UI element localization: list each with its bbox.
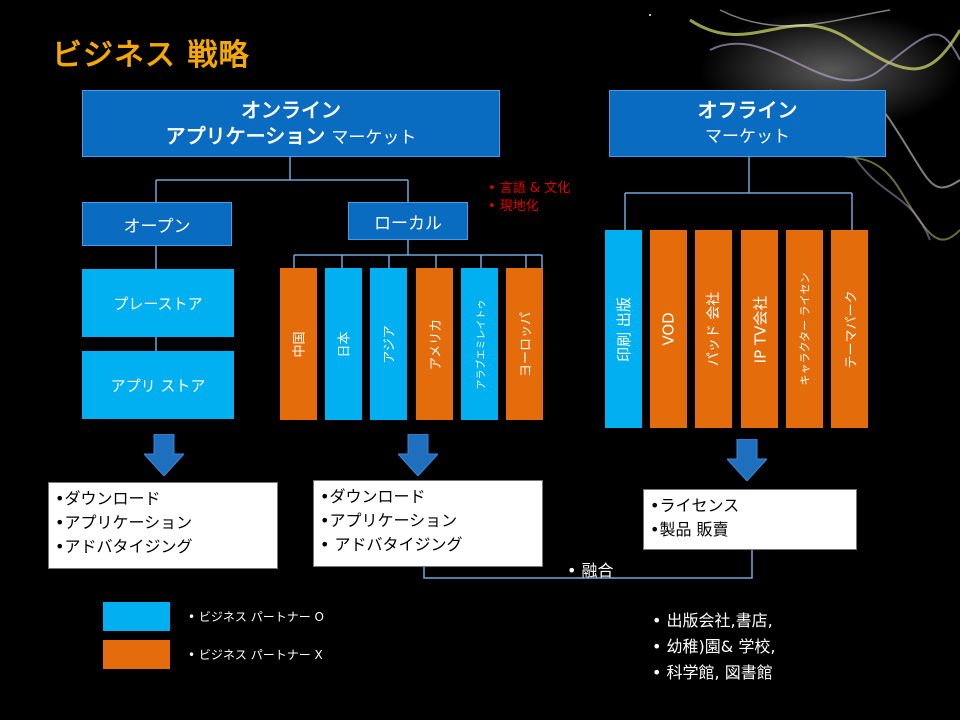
legend-swatch-partner-o	[103, 602, 170, 631]
store-play: プレーストア	[82, 269, 234, 337]
online-header-line1: オンライン	[241, 97, 341, 122]
offline-vod: VOD	[650, 230, 687, 428]
publisher-item: • 幼稚)園& 学校,	[652, 637, 776, 656]
revenue-open: •ダウンロード •アプリケーション •アドバタイジング	[48, 482, 278, 569]
offline-themepark: テーマパーク	[831, 230, 868, 428]
offline-header-line1: オフライン	[697, 98, 798, 122]
revenue-item: •ダウンロード	[55, 489, 161, 508]
region-japan: 日本	[325, 268, 362, 420]
region-asia: アジア	[370, 268, 407, 420]
region-china: 中国	[280, 268, 317, 420]
revenue-offline: •ライセンス •製品 販賣	[643, 489, 857, 550]
region-america: アメリカ	[416, 268, 453, 420]
note-localize: • 現地化	[488, 199, 539, 214]
note-language: • 言語 & 文化	[488, 181, 571, 196]
publisher-list: • 出版会社,書店, • 幼稚)園& 学校, • 科学館, 図書館	[652, 608, 775, 686]
page-title: ビジネス 戦略	[52, 38, 250, 73]
down-arrow-icon	[398, 434, 438, 476]
revenue-item: •製品 販賣	[650, 520, 729, 539]
online-header-app: アプリケーション	[165, 123, 326, 148]
region-uae: アラブエミレイトゥ	[461, 268, 498, 420]
offline-print: 印刷 出版	[605, 230, 642, 428]
legend-label-partner-x: • ビジネス パートナー X	[188, 648, 323, 662]
online-market-header: オンライン アプリケーション マーケット	[82, 90, 500, 157]
legend-swatch-partner-x	[103, 640, 170, 669]
offline-iptv: IP TV会社	[741, 230, 778, 428]
revenue-local: •ダウンロード •アプリケーション • アドバタイジング	[313, 480, 543, 567]
offline-pad: パッド 会社	[695, 230, 732, 428]
local-notes: • 言語 & 文化 • 現地化	[488, 180, 570, 216]
revenue-item: •アドバタイジング	[55, 537, 193, 556]
online-header-line2: アプリケーション マーケット	[166, 123, 417, 151]
revenue-item: •ダウンロード	[320, 487, 426, 506]
down-arrow-icon	[144, 434, 184, 476]
legend-label-partner-o: • ビジネス パートナー O	[188, 610, 324, 624]
offline-header-line2: マーケット	[705, 127, 790, 147]
store-app: アプリ ストア	[82, 351, 234, 419]
local-box: ローカル	[348, 202, 468, 240]
down-arrow-icon	[727, 439, 767, 481]
merge-label: • 融合	[567, 561, 614, 580]
publisher-item: • 科学館, 図書館	[652, 663, 773, 682]
region-europe: ヨーロッパ	[506, 268, 543, 420]
revenue-item: • アドバタイジング	[320, 535, 463, 554]
revenue-item: •アプリケーション	[320, 511, 458, 530]
offline-character: キャラクター ライセン	[786, 230, 823, 428]
online-header-market: マーケット	[331, 127, 417, 148]
revenue-item: •ライセンス	[650, 496, 740, 515]
open-box: オープン	[82, 202, 232, 246]
publisher-item: • 出版会社,書店,	[652, 611, 773, 630]
offline-market-header: オフライン マーケット	[609, 90, 886, 157]
revenue-item: •アプリケーション	[55, 513, 193, 532]
